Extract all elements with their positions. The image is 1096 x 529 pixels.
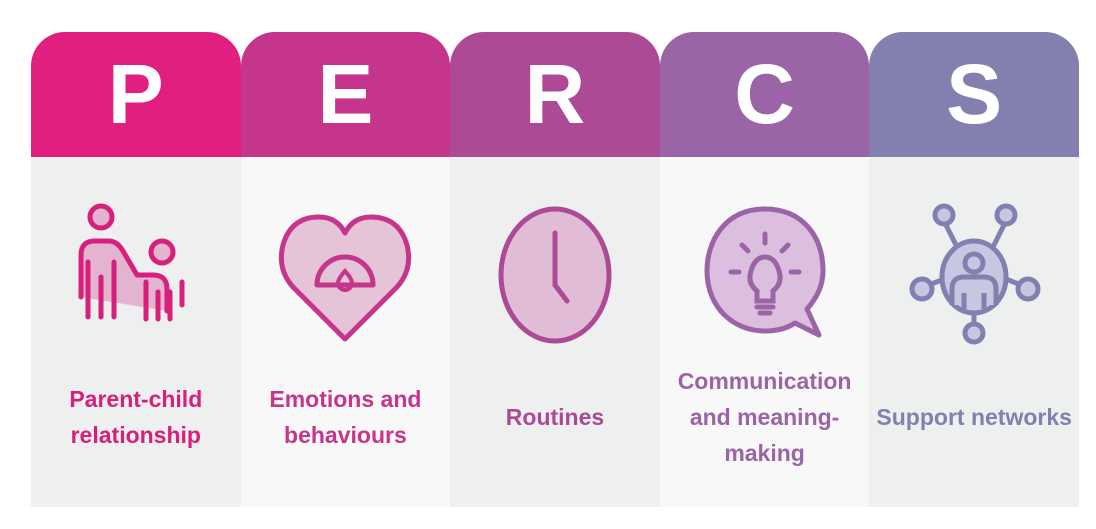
- pillar-c: C Communication and meaning-making: [659, 32, 870, 507]
- pillar-letter: S: [869, 32, 1079, 157]
- pillar-label: Parent-child relationship: [69, 386, 203, 448]
- pillar-label: Emotions and behaviours: [269, 386, 422, 448]
- parent-child-icon: [78, 203, 185, 322]
- pillar-s: S Support networks: [869, 32, 1079, 507]
- pillar-letter: R: [450, 32, 660, 157]
- lightbulb-speech-icon: [704, 206, 826, 338]
- pillar-r: R Routines: [450, 32, 660, 507]
- pillar-label: Support networks: [876, 404, 1072, 430]
- pillar-letter: E: [240, 32, 451, 157]
- pillar-label: Communication and meaning-making: [677, 368, 852, 466]
- heart-gauge-icon: [279, 214, 412, 342]
- percs-framework: P Parent-child relationship E Emoti: [31, 32, 1079, 507]
- pillar-e: E Emotions and behaviours: [240, 32, 451, 507]
- pillar-letter: C: [659, 32, 870, 157]
- pillar-label: Routines: [505, 404, 605, 430]
- pillar-letter: P: [31, 32, 241, 157]
- clock-icon: [498, 206, 612, 344]
- network-icon: [909, 203, 1041, 345]
- pillar-p: P Parent-child relationship: [31, 32, 241, 507]
